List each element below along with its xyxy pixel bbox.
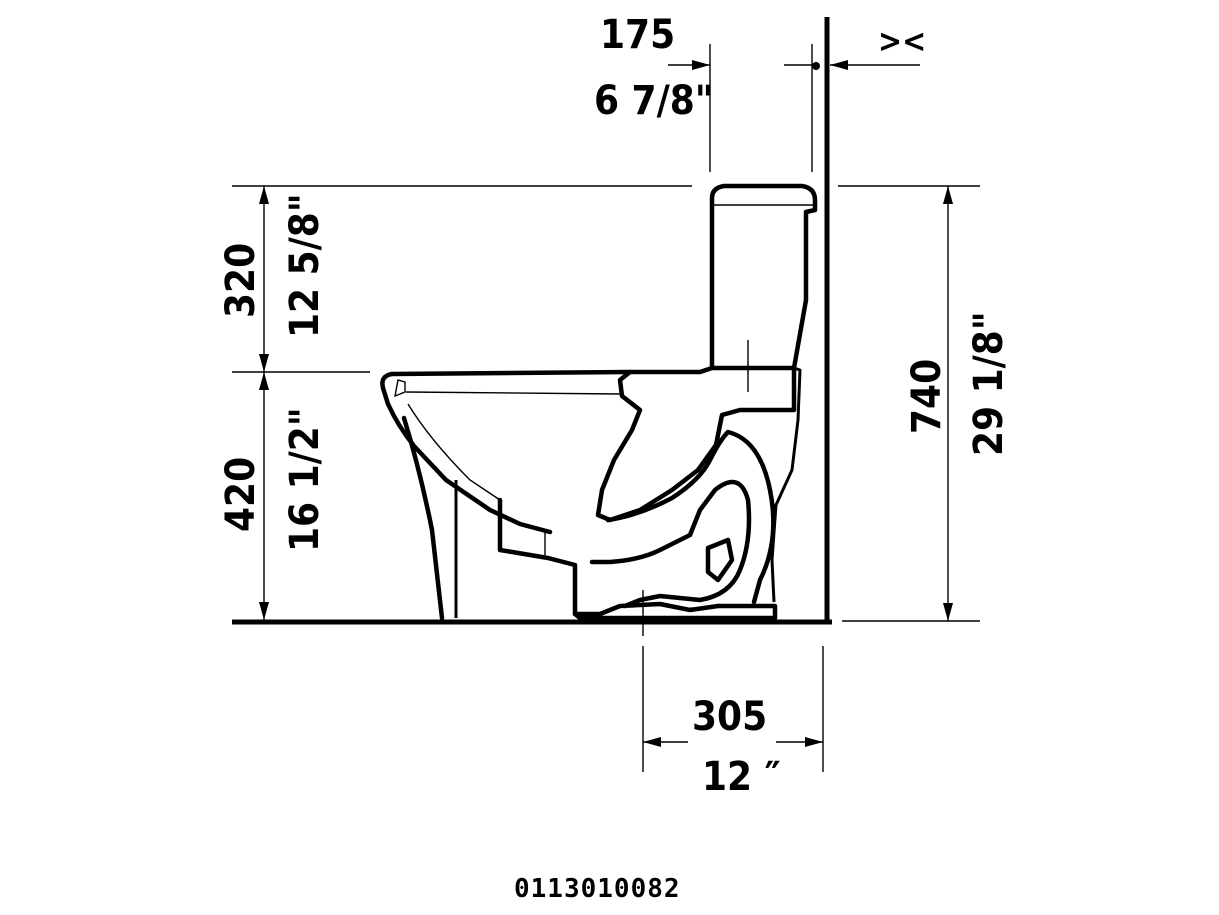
dimension-left: 320 12 5/8" 420 16 1/2" xyxy=(218,185,692,620)
arrow-320-bottom xyxy=(259,354,269,372)
tank-height-inch: 12 5/8" xyxy=(282,193,328,338)
wall-offset-inch: 6 7/8" xyxy=(594,78,714,124)
bowl-bottom xyxy=(497,497,578,617)
arrow-740-bottom xyxy=(943,603,953,621)
arrow-320-top xyxy=(259,186,269,204)
wall-dot xyxy=(812,62,820,70)
tank-base xyxy=(595,365,797,523)
flange-dashed-line xyxy=(689,605,771,609)
trapway-inner xyxy=(605,429,776,605)
arrow-740-top xyxy=(943,186,953,204)
bowl-inner-line xyxy=(405,391,621,395)
arrow-420-bottom xyxy=(259,602,269,620)
trapway-outer xyxy=(589,479,752,609)
dimension-rough-in: 305 12 ″ xyxy=(642,590,824,800)
dimension-wall-offset: 175 6 7/8" >< xyxy=(594,12,926,172)
bowl-inner-curve xyxy=(407,403,501,501)
toilet-outline xyxy=(380,183,818,621)
floor-and-wall xyxy=(232,17,832,625)
arrow-420-top xyxy=(259,372,269,390)
rough-in-mm: 305 xyxy=(692,694,767,740)
pedestal-front xyxy=(401,415,445,621)
tank-base-back xyxy=(770,366,802,603)
arrow-175 xyxy=(692,60,710,70)
total-height-mm: 740 xyxy=(904,359,950,434)
gap-marker: >< xyxy=(878,22,926,60)
bowl-rim xyxy=(380,369,633,535)
seat-height-inch: 16 1/2" xyxy=(282,407,328,552)
bowl-rim-inner xyxy=(394,379,406,398)
dimension-total-height: 740 29 1/8" xyxy=(838,185,1012,622)
product-code: 0113010082 xyxy=(514,874,681,904)
trap-outlet xyxy=(705,537,735,583)
wall-offset-mm: 175 xyxy=(600,12,675,58)
total-height-inch: 29 1/8" xyxy=(966,311,1012,456)
arrow-gap xyxy=(830,60,848,70)
arrow-305-right xyxy=(805,737,823,747)
tank-height-mm: 320 xyxy=(218,243,264,318)
rough-in-inch: 12 ″ xyxy=(702,754,781,800)
seat-height-mm: 420 xyxy=(218,457,264,532)
tank xyxy=(709,183,818,371)
arrow-305-left xyxy=(643,737,661,747)
